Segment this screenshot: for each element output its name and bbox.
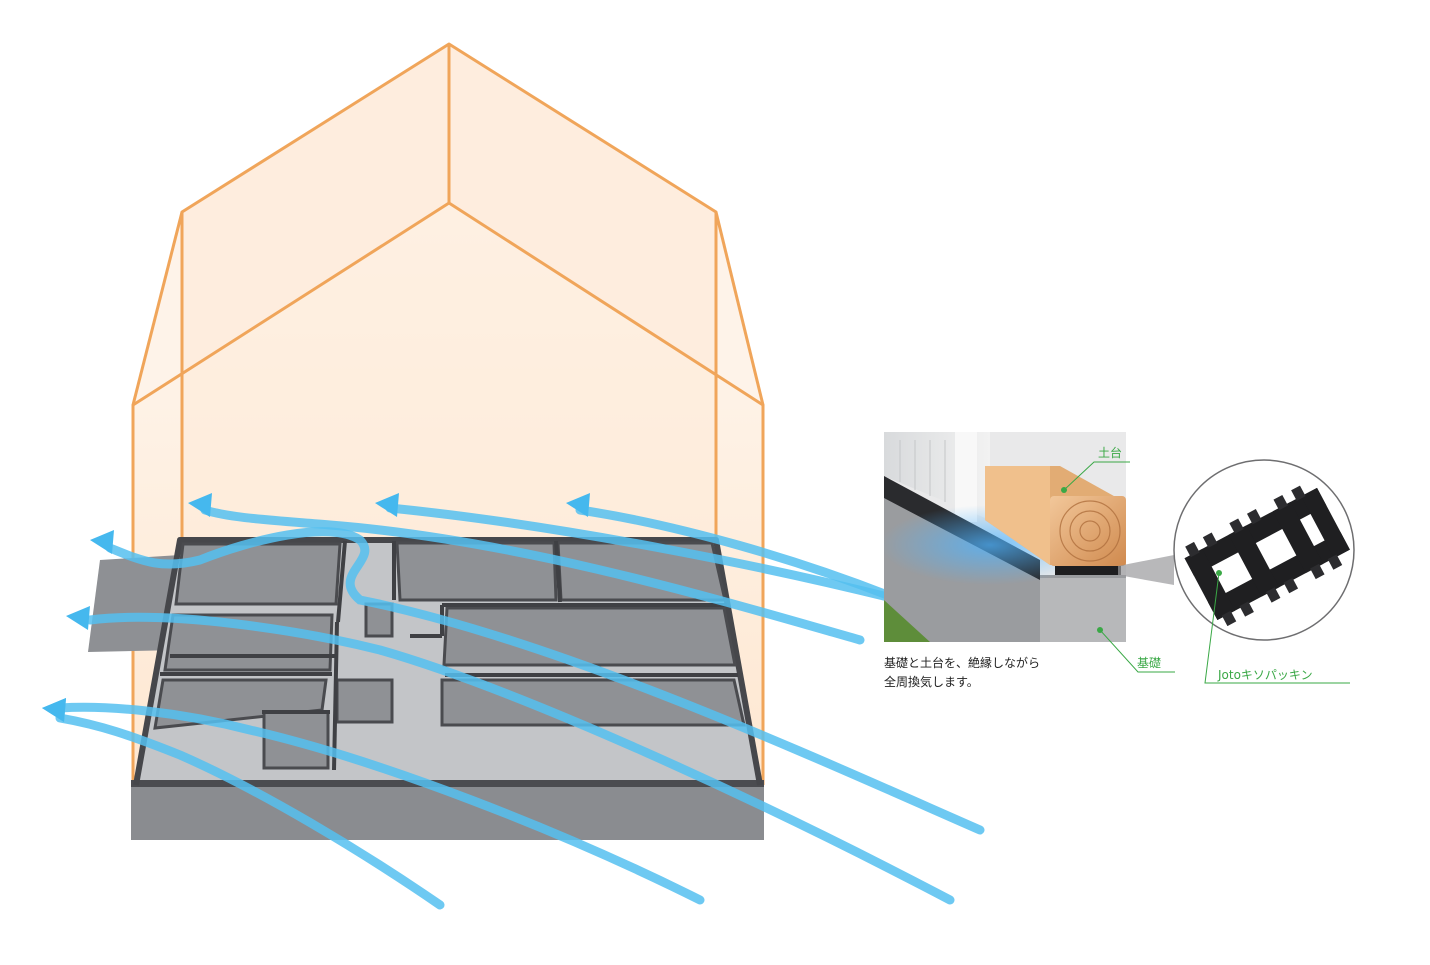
magnifier-circle-icon <box>1173 459 1355 641</box>
leader-dot-foundation <box>1097 627 1103 633</box>
airflow-arrow-icon <box>375 493 399 517</box>
label-sill: 土台 <box>1098 446 1123 460</box>
caption-line-2: 全周換気します。 <box>884 675 979 689</box>
label-packing: Jotoキソパッキン <box>1218 668 1313 682</box>
airflow-arrow-1 <box>200 505 865 645</box>
airflow-arrow-icon <box>90 530 114 554</box>
airflow-arrow-icon <box>566 493 590 517</box>
airflow-arrow-7 <box>55 713 445 910</box>
zoom-connector <box>1118 555 1174 585</box>
airflow-arrow-3 <box>575 505 905 605</box>
airflow-arrow-icon <box>66 606 90 630</box>
leader-lines <box>1063 461 1350 684</box>
airflow-arrow-icon <box>42 698 66 722</box>
detail-caption: 基礎と土台を、絶縁しながら 全周換気します。 <box>884 654 1040 692</box>
airflow-arrow-5 <box>85 612 955 905</box>
caption-line-1: 基礎と土台を、絶縁しながら <box>884 656 1041 670</box>
airflow-arrows <box>42 493 985 910</box>
airflow-arrow-icon <box>188 493 212 517</box>
airflow-arrow-4 <box>105 527 985 835</box>
airflow-arrow-2 <box>385 503 905 605</box>
leader-dot-sill <box>1061 487 1067 493</box>
label-foundation: 基礎 <box>1137 656 1162 670</box>
airflow-arrow-6 <box>55 702 705 905</box>
detail-photo <box>884 432 1126 642</box>
leader-dot-packing <box>1216 570 1222 576</box>
foundation-plan <box>88 537 764 840</box>
